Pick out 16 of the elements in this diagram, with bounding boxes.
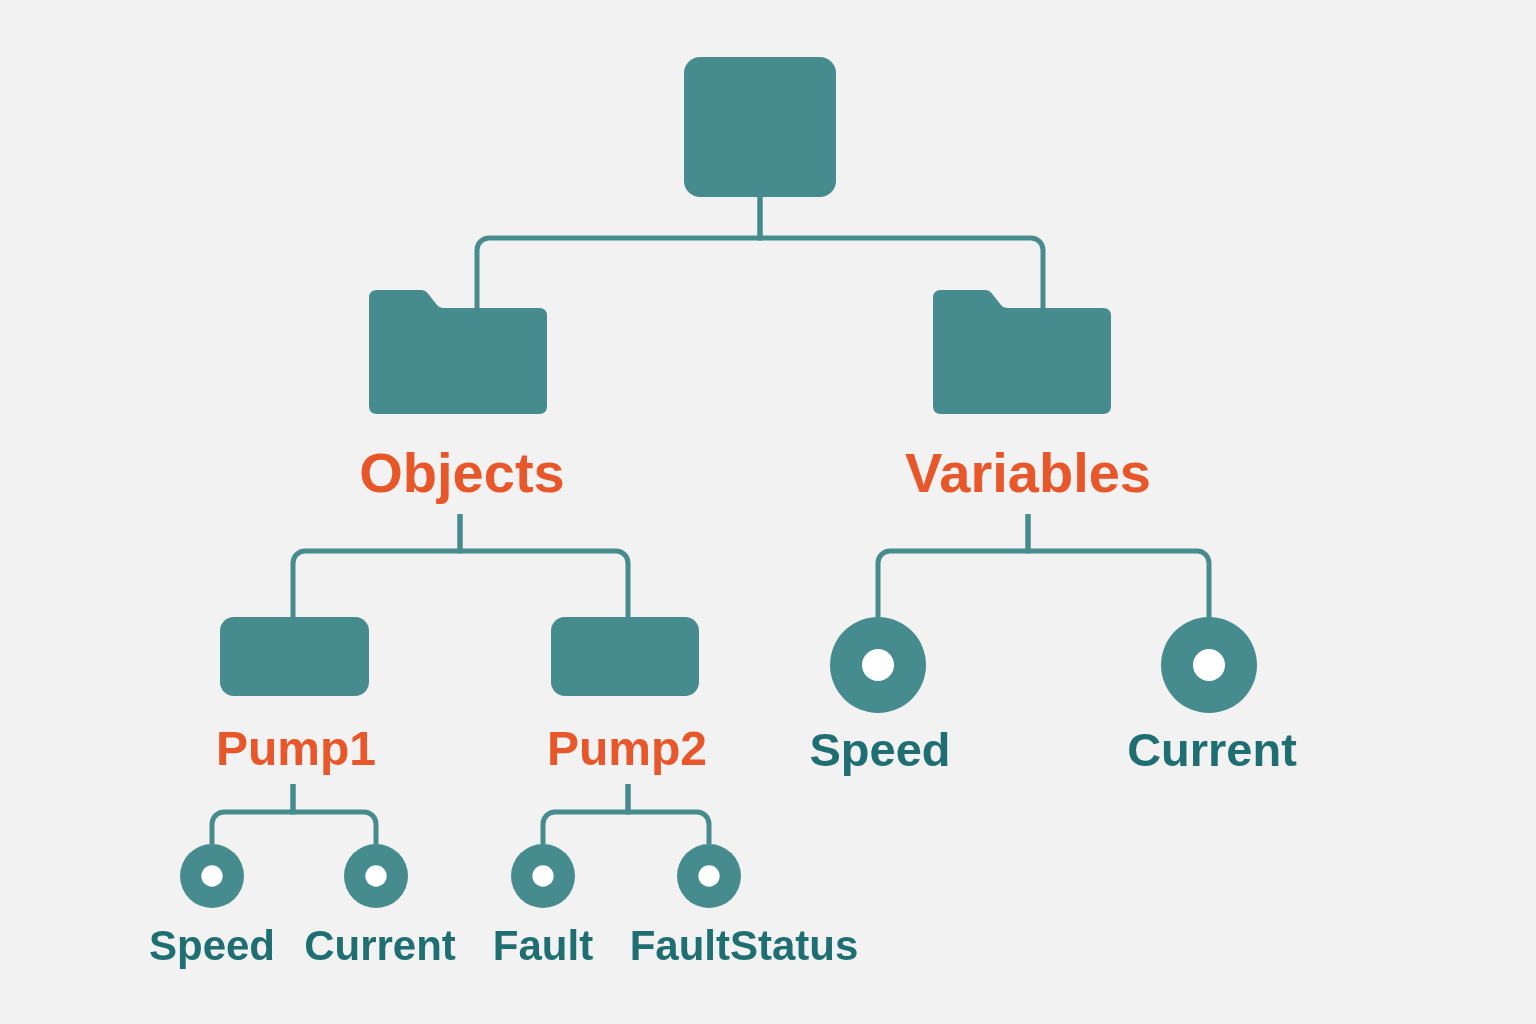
rounded-square: [684, 57, 836, 197]
node-label: Fault: [491, 922, 595, 970]
node-label: Speed: [808, 723, 952, 777]
node-label: Pump2: [546, 721, 708, 777]
node-label: FaultStatus: [628, 922, 860, 970]
connector-line: [625, 784, 712, 844]
node-label: Objects: [358, 441, 566, 505]
connector-line: [757, 197, 1046, 308]
connector-line: [290, 784, 379, 844]
connector-line: [457, 514, 631, 617]
node-label: Speed: [147, 922, 276, 970]
connector-line: [1025, 514, 1212, 617]
node-label: Current: [303, 922, 457, 970]
node-label: Current: [1126, 723, 1298, 777]
node-label: Pump1: [215, 721, 377, 777]
node-label: Variables: [904, 441, 1152, 505]
